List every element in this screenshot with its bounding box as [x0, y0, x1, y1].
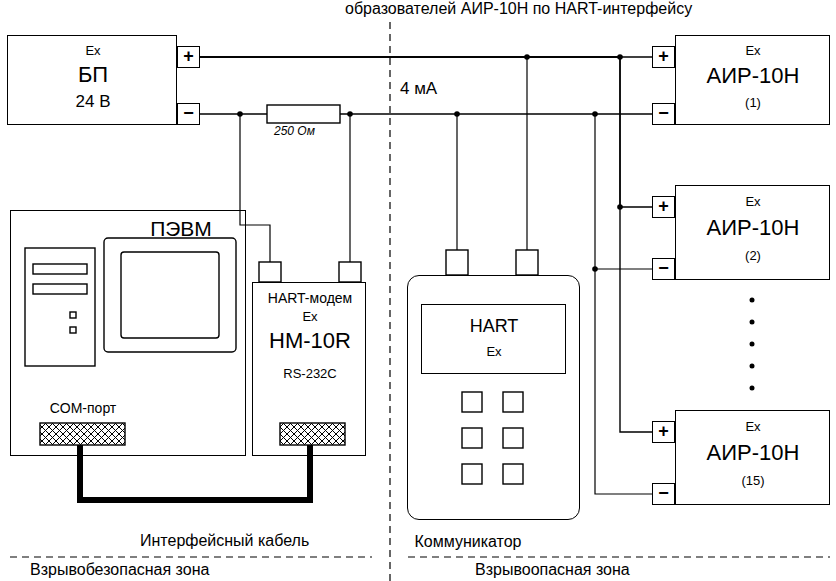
terminal-sign: − — [652, 103, 675, 125]
minus-bus — [595, 268, 652, 269]
device-box: HART-модемExHM-10R RS-232C — [252, 282, 366, 456]
device-text: Ex — [745, 195, 760, 209]
device-text: АИР-10Н — [707, 64, 800, 88]
keypad — [462, 392, 523, 484]
terminal-sign: − — [652, 483, 675, 505]
device-text: (15) — [741, 474, 764, 488]
terminal-sign: + — [652, 46, 675, 68]
device-text: HART-модем — [268, 291, 352, 306]
modem-terminal — [259, 262, 281, 282]
zone-label: Взрывобезопасная зона — [30, 561, 209, 579]
resistor-value: 250 Ом — [274, 125, 315, 138]
zone-divider — [408, 556, 830, 557]
cable-stub — [77, 445, 83, 456]
junction-dots — [237, 54, 623, 272]
communicator-wire — [456, 114, 457, 251]
device-box: ExАИР-10Н (2) — [675, 185, 830, 280]
device-box: ПЭВМ COM-порт — [10, 210, 246, 456]
minus-bus — [595, 114, 652, 494]
terminal-sign: + — [652, 421, 675, 443]
modem-terminal — [339, 262, 361, 282]
device-text: Ex — [745, 420, 760, 434]
pc-illustration — [25, 238, 236, 445]
device-text: Ex — [486, 345, 501, 359]
terminal-sign: + — [177, 46, 200, 68]
resistor-symbol — [267, 105, 340, 123]
terminal-sign: + — [652, 196, 675, 218]
modem-wire — [240, 114, 270, 264]
device-text: Ex — [745, 44, 760, 58]
modem-wire — [349, 114, 350, 264]
device-text: HM-10R — [269, 329, 351, 353]
device-text: Ex — [85, 44, 100, 58]
device-text: ПЭВМ — [150, 217, 212, 240]
device-text: HART — [470, 317, 519, 337]
diagram-title: образователей АИР-10Н по HART-интерфейсу — [345, 0, 692, 18]
device-text: БП — [78, 63, 108, 87]
device-text: COM-порт — [50, 401, 117, 416]
terminal-sign: − — [652, 258, 675, 280]
current-value: 4 мА — [400, 80, 437, 99]
device-text: Коммуникатор — [414, 533, 521, 551]
device-box: ExБП 24 В — [7, 35, 177, 125]
cable-label: Интерфейсный кабель — [140, 532, 309, 550]
device-text: (2) — [745, 249, 761, 263]
communicator-wire — [526, 57, 527, 251]
communicator-terminal — [446, 250, 468, 275]
device-text: RS-232C — [283, 367, 336, 381]
zone-divider — [389, 22, 390, 581]
zone-divider — [10, 556, 372, 557]
interface-cable — [80, 456, 310, 500]
zone-label: Взрывоопасная зона — [475, 561, 630, 579]
device-text: (1) — [745, 96, 761, 110]
ellipsis-dots — [750, 298, 755, 391]
rs232-connector — [280, 423, 345, 445]
power-wire — [177, 57, 675, 207]
terminal-sign: − — [177, 103, 200, 125]
device-box: HART Ex — [421, 304, 566, 374]
cable-stub — [307, 445, 313, 456]
device-box: КоммуникаторHARTEx — [407, 275, 580, 520]
communicator-terminal — [516, 250, 538, 275]
device-text: 24 В — [76, 93, 111, 112]
device-text: АИР-10Н — [707, 441, 800, 465]
device-box: ExАИР-10Н (15) — [675, 410, 830, 505]
device-box: ExАИР-10Н (1) — [675, 35, 830, 125]
device-text: АИР-10Н — [707, 216, 800, 240]
device-text: Ex — [302, 310, 317, 324]
